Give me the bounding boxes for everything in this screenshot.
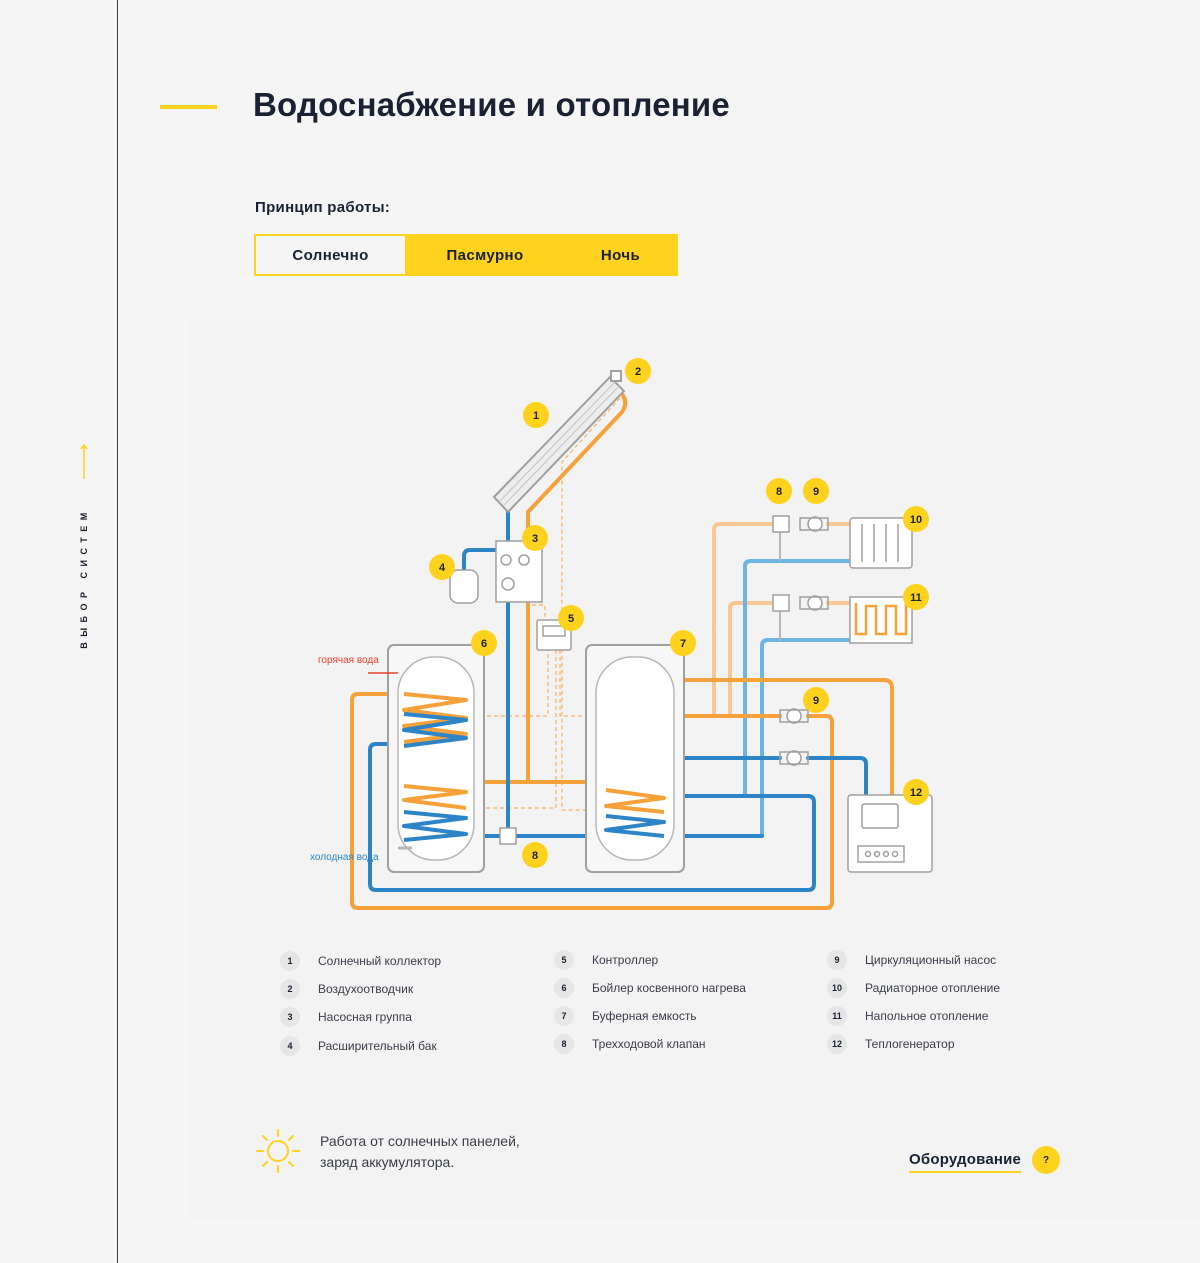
sidebar-divider: [117, 0, 118, 1263]
legend-label: Теплогенератор: [865, 1037, 955, 1051]
legend-item: 6 Бойлер косвенного нагрева: [554, 978, 746, 998]
legend-item: 7 Буферная емкость: [554, 1006, 697, 1026]
page-title: Водоснабжение и отопление: [253, 86, 730, 123]
legend-num: 12: [827, 1034, 847, 1054]
legend-label: Насосная группа: [318, 1010, 412, 1024]
legend-label: Циркуляционный насос: [865, 953, 997, 967]
legend-num: 10: [827, 978, 847, 998]
legend-item: 2 Воздухоотводчик: [280, 979, 413, 999]
arrow-up-icon[interactable]: [79, 443, 89, 479]
legend-label: Радиаторное отопление: [865, 981, 1001, 995]
legend-label: Напольное отопление: [865, 1009, 989, 1023]
legend-num: 8: [554, 1034, 574, 1054]
legend-item: 4 Расширительный бак: [280, 1036, 437, 1056]
legend-num: 11: [827, 1006, 847, 1026]
legend-item: 9 Циркуляционный насос: [827, 950, 996, 970]
legend-label: Контроллер: [592, 953, 659, 967]
legend-item: 1 Солнечный коллектор: [280, 951, 441, 971]
work-line-1: Работа от солнечных панелей,: [320, 1133, 520, 1149]
legend-num: 6: [554, 978, 574, 998]
sidebar-label[interactable]: ВЫБОР СИСТЕМ: [79, 507, 89, 649]
tab-night[interactable]: Ночь: [600, 246, 641, 264]
legend-num: 4: [280, 1036, 300, 1056]
tab-cloudy[interactable]: Пасмурно: [446, 246, 524, 264]
legend-label: Трехходовой клапан: [592, 1037, 706, 1051]
legend-label: Бойлер косвенного нагрева: [592, 981, 746, 995]
equipment-link[interactable]: Оборудование: [909, 1151, 1022, 1173]
legend-num: 1: [280, 951, 300, 971]
legend-item: 10 Радиаторное отопление: [827, 978, 1000, 998]
legend-item: 3 Насосная группа: [280, 1007, 412, 1027]
legend-item: 8 Трехходовой клапан: [554, 1034, 706, 1054]
legend-label: Буферная емкость: [592, 1009, 697, 1023]
title-accent-dash: [160, 105, 217, 109]
legend-num: 2: [280, 979, 300, 999]
legend-num: 5: [554, 950, 574, 970]
legend-label: Солнечный коллектор: [318, 954, 442, 968]
help-button[interactable]: ?: [1032, 1146, 1060, 1174]
legend-num: 7: [554, 1006, 574, 1026]
work-line-2: заряд аккумулятора.: [320, 1154, 455, 1170]
legend-item: 5 Контроллер: [554, 950, 658, 970]
legend-item: 11 Напольное отопление: [827, 1006, 988, 1026]
legend-label: Расширительный бак: [318, 1039, 437, 1053]
legend-num: 9: [827, 950, 847, 970]
legend-item: 12 Теплогенератор: [827, 1034, 955, 1054]
work-description: Работа от солнечных панелей, заряд аккум…: [320, 1131, 560, 1173]
tab-sunny[interactable]: Солнечно: [254, 234, 407, 276]
legend-label: Воздухоотводчик: [318, 982, 414, 996]
mode-tabs: Солнечно Пасмурно Ночь: [254, 234, 678, 276]
legend-num: 3: [280, 1007, 300, 1027]
sun-icon: [256, 1129, 300, 1173]
diagram-panel: [189, 320, 1200, 1218]
principle-label: Принцип работы:: [255, 199, 391, 216]
